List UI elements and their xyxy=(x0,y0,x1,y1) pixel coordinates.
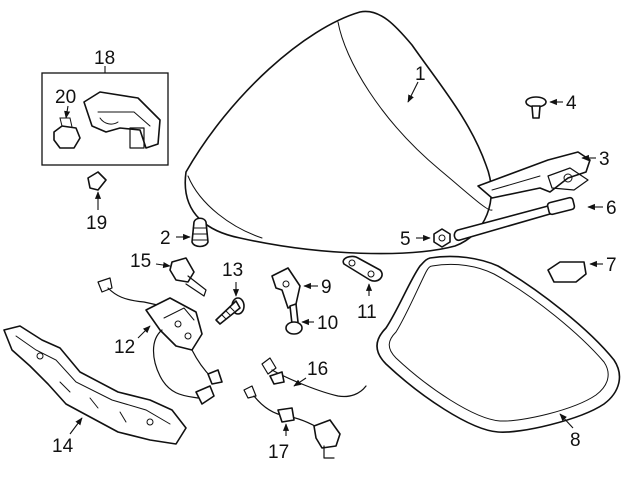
hood-panel xyxy=(184,10,493,255)
striker-plate xyxy=(342,255,383,282)
callout-20: 20 xyxy=(55,87,76,119)
latch-support-panel xyxy=(3,325,187,445)
release-cable xyxy=(261,357,367,398)
callout-8-label: 8 xyxy=(570,430,581,451)
callout-6: 6 xyxy=(587,198,617,219)
callout-4: 4 xyxy=(549,93,577,114)
callout-15: 15 xyxy=(130,251,171,272)
callout-3-label: 3 xyxy=(599,149,610,170)
lift-support-strut xyxy=(453,196,576,242)
callout-10-label: 10 xyxy=(317,313,338,334)
callout-7: 7 xyxy=(589,255,617,276)
callout-14: 14 xyxy=(52,417,83,457)
callout-2: 2 xyxy=(160,228,191,249)
callout-14-label: 14 xyxy=(52,436,74,457)
callout-6-label: 6 xyxy=(606,198,617,219)
hood-switch xyxy=(169,257,207,297)
callout-19-label: 19 xyxy=(86,213,107,234)
small-plug xyxy=(87,171,107,191)
callout-5-label: 5 xyxy=(400,229,411,250)
callout-12-label: 12 xyxy=(114,337,135,358)
mounting-bracket xyxy=(271,267,301,309)
callout-19: 19 xyxy=(86,191,107,234)
bumper-stopper xyxy=(191,217,209,248)
callout-12: 12 xyxy=(114,325,151,358)
callout-4-label: 4 xyxy=(566,93,577,114)
callout-18-label: 18 xyxy=(94,48,115,69)
callout-13-label: 13 xyxy=(222,260,243,281)
callout-13: 13 xyxy=(222,260,243,297)
wiring-harness xyxy=(243,385,341,459)
nut xyxy=(433,228,451,248)
hood-latch-bracket xyxy=(477,151,591,199)
callout-17: 17 xyxy=(268,423,289,463)
callout-3: 3 xyxy=(581,149,610,170)
callout-2-label: 2 xyxy=(160,228,171,249)
screw xyxy=(285,303,303,335)
latch-bolt xyxy=(215,297,245,325)
callout-5: 5 xyxy=(400,229,431,250)
callout-15-label: 15 xyxy=(130,251,151,272)
callout-11: 11 xyxy=(357,283,377,323)
callout-9-label: 9 xyxy=(321,277,332,298)
switch-connector xyxy=(53,117,81,149)
callout-10: 10 xyxy=(301,313,338,334)
bolt xyxy=(525,96,547,119)
callout-16-label: 16 xyxy=(307,359,328,380)
hood-seal xyxy=(376,255,621,433)
callout-9: 9 xyxy=(303,277,332,298)
callout-18: 18 xyxy=(94,48,115,73)
latch-switch-housing xyxy=(83,91,161,149)
callout-1-label: 1 xyxy=(415,64,426,85)
callout-20-label: 20 xyxy=(55,87,76,108)
callout-8: 8 xyxy=(559,413,581,451)
hood-latch-assembly xyxy=(97,277,223,405)
callout-7-label: 7 xyxy=(606,255,617,276)
retainer-clip xyxy=(547,261,587,283)
callout-11-label: 11 xyxy=(357,302,377,323)
callout-16: 16 xyxy=(293,359,328,387)
callout-17-label: 17 xyxy=(268,442,289,463)
callout-1: 1 xyxy=(407,64,426,103)
